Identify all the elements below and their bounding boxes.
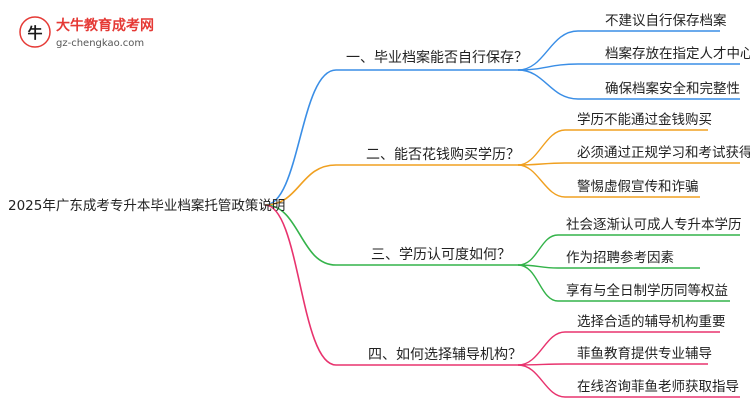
leaf-connector-1-2 bbox=[517, 63, 740, 71]
leaf-label-1-1: 不建议自行保存档案 bbox=[605, 12, 727, 29]
branch-2: 二、能否花钱购买学历？ 学历不能通过金钱购买 必须通过正规学习和考试获得 警惕虚… bbox=[366, 112, 750, 198]
leaf-label-2-1: 学历不能通过金钱购买 bbox=[577, 112, 712, 128]
leaf-label-3-1: 社会逐渐认可成人专升本学历 bbox=[566, 217, 742, 233]
leaf-connector-4-3 bbox=[517, 364, 740, 398]
logo-emblem-glyph-icon: 牛 bbox=[27, 24, 42, 42]
logo-url: gz-chengkao.com bbox=[56, 38, 144, 49]
leaf-label-2-2: 必须通过正规学习和考试获得 bbox=[577, 144, 750, 161]
leaf-connector-2-1 bbox=[517, 129, 708, 166]
logo: 牛 大牛教育成考网 gz-chengkao.com bbox=[19, 16, 154, 49]
leaf-connector-3-1 bbox=[517, 234, 740, 266]
logo-emblem-icon bbox=[19, 16, 51, 48]
branch-1: 一、毕业档案能否自行保存？ 不建议自行保存档案 档案存放在指定人才中心 确保档案… bbox=[346, 12, 750, 100]
branch-label-2: 二、能否花钱购买学历？ bbox=[366, 147, 520, 163]
root-topic: 2025年广东成考专升本毕业档案托管政策说明 bbox=[8, 197, 285, 214]
leaf-connector-4-2 bbox=[517, 363, 708, 366]
branch-3: 三、学历认可度如何？ 社会逐渐认可成人专升本学历 作为招聘参考因素 享有与全日制… bbox=[371, 217, 742, 302]
leaf-label-4-3: 在线咨询菲鱼老师获取指导 bbox=[577, 378, 739, 395]
branch-label-4: 四、如何选择辅导机构？ bbox=[368, 347, 522, 363]
leaf-connector-4-1 bbox=[517, 331, 720, 366]
branch-label-3: 三、学历认可度如何？ bbox=[371, 247, 511, 263]
logo-title: 大牛教育成考网 bbox=[56, 17, 154, 34]
leaf-label-3-2: 作为招聘参考因素 bbox=[566, 249, 674, 266]
branch-connector-2 bbox=[264, 164, 518, 206]
branch-connector-1 bbox=[264, 69, 518, 206]
leaf-connector-2-3 bbox=[517, 164, 700, 198]
leaf-label-2-3: 警惕虚假宣传和诈骗 bbox=[577, 179, 699, 195]
leaf-label-1-2: 档案存放在指定人才中心 bbox=[605, 45, 750, 62]
leaf-connector-3-3 bbox=[517, 264, 730, 302]
leaf-connector-3-2 bbox=[517, 264, 700, 269]
branch-4: 四、如何选择辅导机构？ 选择合适的辅导机构重要 菲鱼教育提供专业辅导 在线咨询菲… bbox=[368, 314, 740, 398]
leaf-label-4-2: 菲鱼教育提供专业辅导 bbox=[577, 345, 712, 362]
branch-connector-3 bbox=[264, 204, 518, 266]
leaf-connector-2-2 bbox=[517, 162, 740, 166]
leaf-label-4-1: 选择合适的辅导机构重要 bbox=[577, 314, 726, 330]
leaf-connector-1-1 bbox=[517, 30, 720, 71]
leaf-label-3-3: 享有与全日制学历同等权益 bbox=[566, 282, 728, 299]
leaf-label-1-3: 确保档案安全和完整性 bbox=[605, 80, 740, 97]
branch-connector-4 bbox=[264, 204, 518, 366]
branch-label-1: 一、毕业档案能否自行保存？ bbox=[346, 49, 528, 66]
leaf-connector-1-3 bbox=[517, 69, 740, 100]
root-connectors bbox=[264, 69, 518, 366]
